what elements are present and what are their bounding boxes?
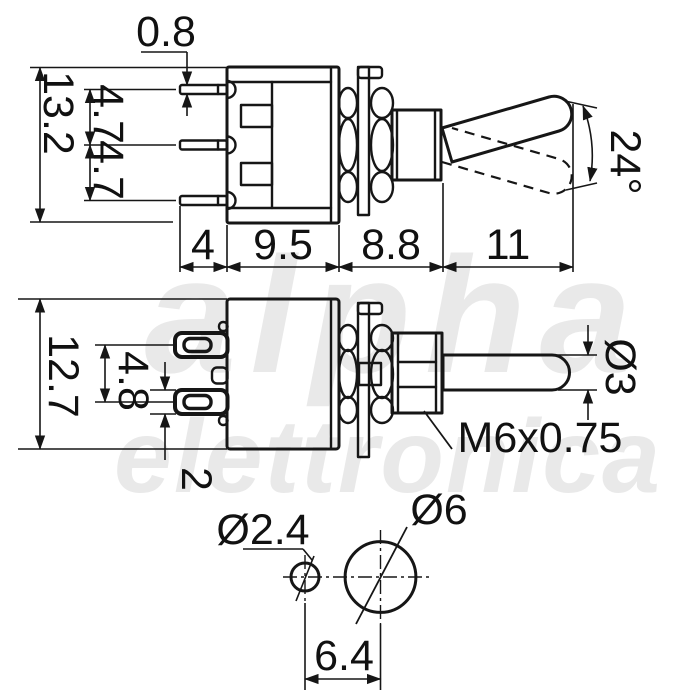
lockwasher-tooth [369,170,395,204]
dim-lever-diameter: Ø3 [596,338,644,395]
diameter-leader-line [355,526,408,625]
angle-arc [582,105,598,182]
contact-block-lower [239,161,274,187]
dim-terminal-pitch: 4.8 [109,351,157,411]
pin-boss-1 [225,79,237,100]
toggle-lever-front [441,353,571,392]
front-view-terminal-thickness-dimension: 2 [150,362,220,491]
body-step-upper [217,320,229,333]
middle-lug-stub [210,366,229,385]
dim-pin-length: 4 [191,221,215,269]
thread-spec-label: M6x0.75 [458,414,623,462]
toggle-lever-down-position [441,126,573,195]
dim-pin-thickness: 0.8 [136,8,196,56]
side-view-switch-body [178,65,341,225]
terminal-pin-2 [178,139,229,151]
angle-extension-line [565,182,598,191]
dim-large-hole: Ø6 [410,486,467,534]
hole-spacing-dimension: 6.4 [304,603,382,690]
solder-lug-1-hole [182,336,213,354]
front-view-height-dimension: 12.7 [18,298,227,450]
lockwasher-tooth [369,117,395,173]
lockwasher-tooth [337,170,359,204]
watermark-line-2: elettronica [114,399,662,515]
dim-pin-gap-lower: 4.7 [84,140,132,200]
plate-keyway-square [357,361,383,387]
small-hole-callout: Ø2.4 [216,506,315,602]
side-view-washer-stack [337,65,395,217]
dim-terminal-thickness: 2 [172,467,220,491]
terminal-pin-3 [178,194,229,207]
leader-line [423,410,453,450]
panel-cutout-view: Ø2.4 Ø6 6.4 [216,486,468,690]
front-view-lever-diameter-dimension: Ø3 [547,325,644,420]
solder-lug-2-hole [182,393,213,411]
threaded-bushing [390,108,443,182]
side-view-pin-pitch-dimensions: 4.7 4.7 [84,84,176,202]
side-view-lever [440,94,574,195]
toggle-lever-up-position [440,94,574,164]
dim-body-height: 12.7 [39,334,87,418]
lockwasher-tooth [337,86,359,120]
contact-block-upper [239,103,274,129]
side-view-bushing [390,108,443,182]
body-step-lower [217,414,229,427]
pin-boss-3 [225,190,237,211]
dim-body-length: 9.5 [253,221,313,269]
dim-neck-length: 8.8 [361,221,421,269]
side-view-height-dimension: 13.2 [30,66,227,223]
front-view-terminal-pitch-dimension: 4.8 [95,344,176,411]
angle-value: 24° [601,129,649,194]
side-view-angle-dimension: 24° [564,100,649,195]
front-view: 12.7 4.8 2 Ø3 M6x0.75 [18,297,644,491]
side-view-pin-thickness-dimension: 0.8 [136,8,196,116]
switch-body-outline [225,65,341,225]
lockwasher-tooth [369,86,395,120]
pin-boss-2 [225,135,237,155]
large-hole-callout: Ø6 [355,486,468,625]
dim-body-height: 13.2 [34,71,82,155]
lockwasher-tooth [337,117,359,173]
side-view: 24° 0.8 13.2 4.7 4.7 [30,8,649,273]
front-view-thread-callout: M6x0.75 [423,410,623,462]
dim-lever-length: 11 [486,221,531,269]
dim-pin-gap-upper: 4.7 [84,84,132,144]
terminal-pin-1 [178,83,229,96]
dim-hole-spacing: 6.4 [314,632,374,680]
side-view-length-chain-dimension: 4 9.5 8.8 11 [179,104,574,273]
anti-rotation-plate [356,65,371,217]
diameter-tick-line [295,555,315,602]
leader-line [302,548,313,561]
dim-small-hole: Ø2.4 [216,506,309,554]
